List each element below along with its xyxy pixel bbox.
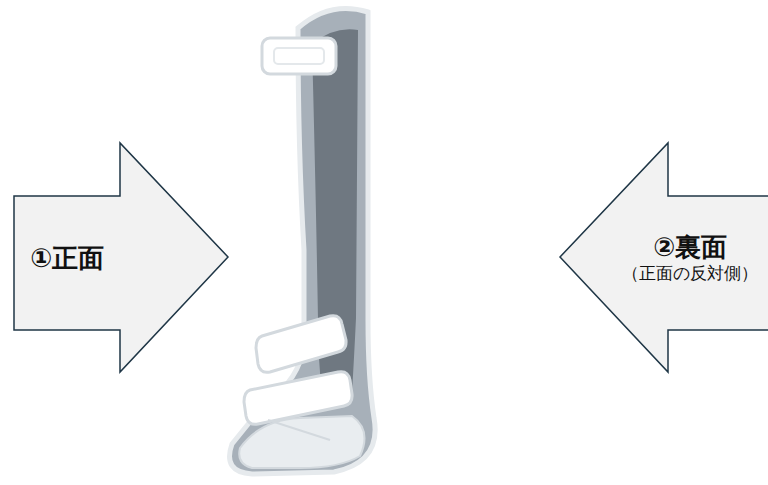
arrow-outline — [560, 143, 768, 372]
arrow-shape-box: ②裏面（正面の反対側） — [560, 143, 768, 372]
strap — [256, 316, 346, 373]
strap-buckle — [274, 48, 324, 64]
arrow-text-area: ①正面 — [14, 143, 120, 372]
strap — [262, 38, 336, 74]
arrow-label: ①正面 — [30, 243, 104, 273]
brace-shell — [230, 8, 376, 474]
arrow-shape-box: ①正面 — [14, 143, 228, 372]
arrow-text-area: ②裏面（正面の反対側） — [610, 143, 768, 372]
arrow-sublabel: （正面の反対側） — [622, 262, 758, 284]
arrow-outline — [14, 143, 228, 372]
strap-line — [268, 420, 330, 440]
strap — [244, 372, 352, 425]
arrow-label: ②裏面 — [653, 232, 727, 262]
